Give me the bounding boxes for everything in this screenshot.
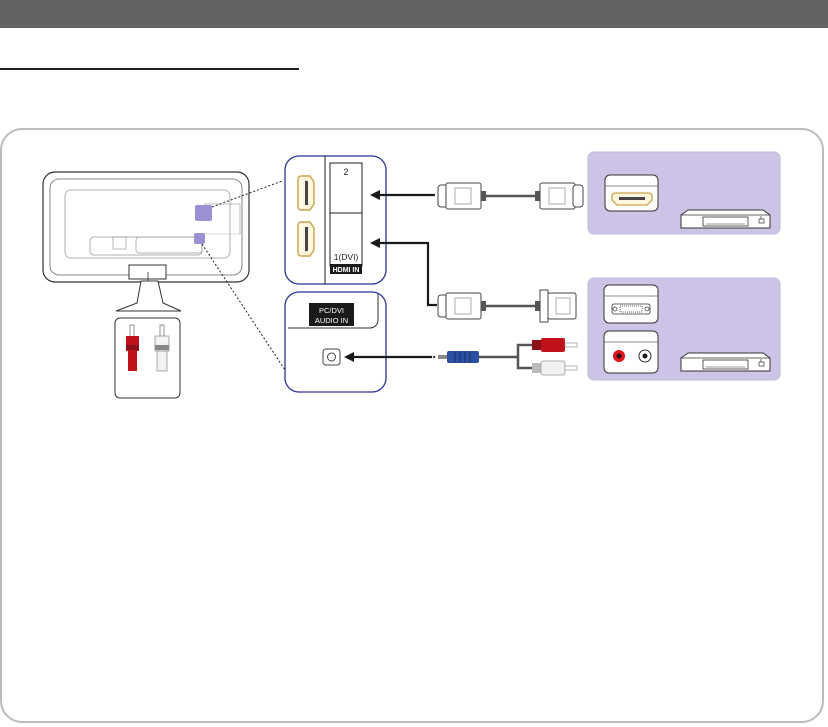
hdmi-port-2-label: 2 <box>343 167 348 177</box>
rca-white-plug <box>541 361 565 375</box>
tv-hdmi-port-highlight <box>195 205 212 221</box>
audio-in-label-line2: AUDIO IN <box>315 316 348 325</box>
media-player-icon <box>681 353 770 371</box>
hdmi-socket-icon <box>298 176 314 210</box>
audio-in-label-line1: PC/DVI <box>319 306 344 315</box>
hdmi-out-port-icon <box>612 193 652 205</box>
audio-out-red-jack-icon <box>613 350 625 362</box>
audio-out-white-jack-icon <box>639 350 651 362</box>
hdmi-socket-icon <box>298 222 314 256</box>
hdmi-source-device <box>588 152 780 234</box>
hdmi-to-dvi-cable <box>438 290 576 322</box>
dvi-out-port-icon <box>612 304 650 314</box>
audio-jack-socket <box>323 349 340 365</box>
hdmi-in-label: HDMI IN <box>333 267 360 274</box>
rca-red-plug <box>541 338 565 352</box>
arrow-to-hdmi-2 <box>370 190 435 200</box>
hdmi-port-1-label: 1(DVI) <box>334 252 359 262</box>
minijack-plug <box>447 351 479 363</box>
stereo-to-rca-cable <box>433 338 577 375</box>
rca-plugs-inset <box>115 318 180 398</box>
tv-audio-port-highlight <box>194 233 205 244</box>
hdmi-in-panel <box>285 156 386 284</box>
hdmi-cable <box>438 183 583 209</box>
media-player-icon <box>681 210 770 228</box>
dvi-source-device <box>588 278 780 380</box>
tv-rear-view <box>43 172 249 311</box>
